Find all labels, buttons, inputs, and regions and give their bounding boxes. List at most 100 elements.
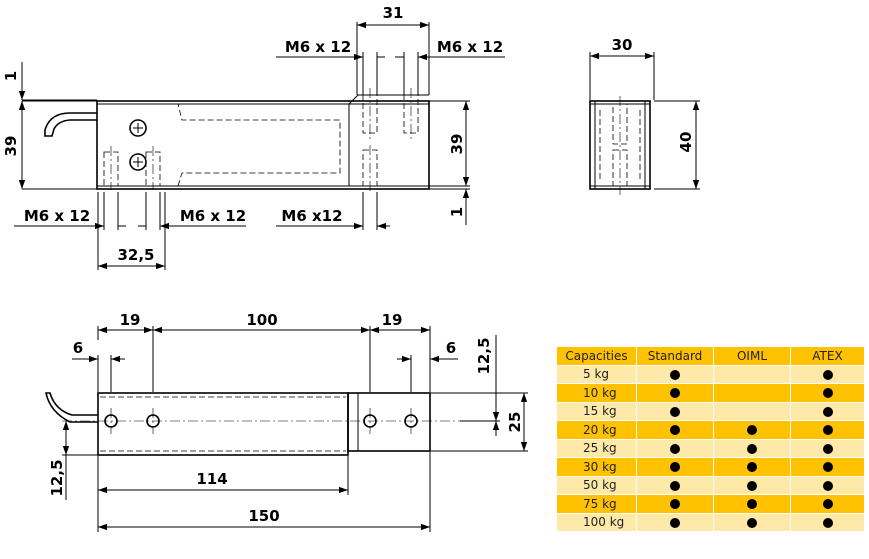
capacity-cell: 75 kg [556,494,637,514]
table-row: 5 kg [556,364,865,384]
atex-cell [790,494,865,514]
atex-cell [790,383,865,403]
availability-dot-icon [822,425,833,436]
standard-cell [636,383,714,403]
thread-holes-bottom-left [103,146,161,190]
thread-label-top-right: M6 x 12 [437,38,503,56]
capacity-cell: 50 kg [556,475,637,495]
dim-1-bottom-label: 1 [448,207,466,217]
atex-cell [790,364,865,384]
table-row: 20 kg [556,420,865,440]
availability-dot-icon [822,517,833,528]
plan-view: 19 100 19 6 6 12,5 25 12,5 114 150 [45,311,528,532]
capacity-cell: 10 kg [556,383,637,403]
availability-dot-icon [822,388,833,399]
thread-label-top-left: M6 x 12 [285,38,351,56]
side-view: 31 M6 x 12 M6 x 12 1 39 39 1 [2,4,505,270]
atex-cell [790,401,865,421]
availability-dot-icon [747,462,757,473]
availability-dot-icon [822,443,833,454]
table-row: 50 kg [556,475,865,495]
dim-6-right-label: 6 [446,339,456,357]
availability-dot-icon [670,480,680,491]
standard-cell [636,494,714,514]
oiml-cell [713,438,791,458]
oiml-cell [713,383,791,403]
header-capacities: Capacities [556,346,637,366]
dim-30-label: 30 [612,36,633,54]
table-row: 30 kg [556,457,865,477]
availability-dot-icon [747,480,757,491]
end-view: 30 40 [589,36,700,195]
availability-dot-icon [747,443,757,454]
standard-cell [636,475,714,495]
standard-cell [636,420,714,440]
table-row: 25 kg [556,438,865,458]
dim-31-label: 31 [383,4,404,22]
availability-dot-icon [670,425,680,436]
capacity-cell: 25 kg [556,438,637,458]
oiml-cell [713,512,791,532]
capacity-cell: 30 kg [556,457,637,477]
availability-dot-icon [747,425,757,436]
dim-25-label: 25 [506,412,524,433]
atex-cell [790,457,865,477]
availability-dot-icon [822,406,833,417]
header-oiml: OIML [713,346,791,366]
availability-dot-icon [670,369,680,380]
availability-dot-icon [822,462,833,473]
capacity-cell: 5 kg [556,364,637,384]
availability-dot-icon [670,462,680,473]
capacity-table-header: Capacities Standard OIML ATEX [556,346,865,366]
atex-cell [790,512,865,532]
dim-100-label: 100 [246,311,277,329]
side-view-body [96,100,430,190]
atex-cell [790,420,865,440]
cable [44,112,97,137]
availability-dot-icon [670,499,680,510]
capacity-cell: 20 kg [556,420,637,440]
dim-19-right-label: 19 [382,311,403,329]
standard-cell [636,401,714,421]
dim-12-5-right-label: 12,5 [475,337,493,374]
availability-dot-icon [747,499,757,510]
thread-label-bottom-right: M6 x12 [281,207,342,225]
dim-114-label: 114 [196,470,227,488]
availability-dot-icon [822,480,833,491]
oiml-cell [713,401,791,421]
oiml-cell [713,494,791,514]
availability-dot-icon [822,369,833,380]
oiml-cell [713,457,791,477]
standard-cell [636,457,714,477]
atex-cell [790,438,865,458]
availability-dot-icon [670,517,680,528]
availability-dot-icon [670,388,680,399]
table-row: 15 kg [556,401,865,421]
dim-150-label: 150 [248,507,279,525]
availability-dot-icon [822,499,833,510]
thread-label-bottom-left-b: M6 x 12 [180,207,246,225]
dim-6-left-label: 6 [73,339,83,357]
table-row: 75 kg [556,494,865,514]
table-row: 100 kg [556,512,865,532]
dim-32-5-label: 32,5 [117,246,154,264]
dim-39-left-label: 39 [2,136,20,157]
oiml-cell [713,475,791,495]
thread-holes-top-right [362,88,419,192]
atex-cell [790,475,865,495]
availability-dot-icon [747,517,757,528]
availability-dot-icon [670,443,680,454]
oiml-cell [713,364,791,384]
standard-cell [636,364,714,384]
dim-19-left-label: 19 [120,311,141,329]
header-standard: Standard [636,346,714,366]
table-row: 10 kg [556,383,865,403]
screw-upper [129,119,147,137]
thread-label-bottom-left-a: M6 x 12 [24,207,90,225]
dim-40-label: 40 [677,132,695,153]
standard-cell [636,512,714,532]
dim-39-right-label: 39 [448,134,466,155]
